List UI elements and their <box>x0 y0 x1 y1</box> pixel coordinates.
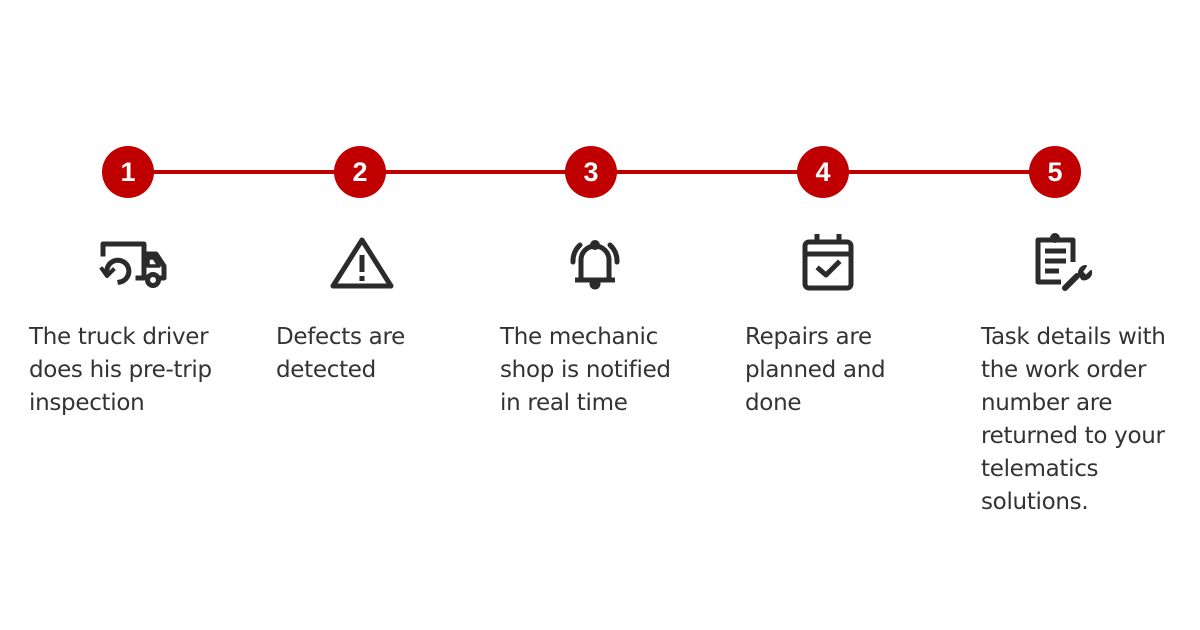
step-4-description: Repairs are planned and done <box>745 324 886 416</box>
calendar-check-icon <box>793 232 863 294</box>
step-1-badge: 1 <box>102 146 154 198</box>
warning-triangle-icon <box>327 232 397 294</box>
step-2-description: Defects are detected <box>276 324 405 383</box>
step-3-badge: 3 <box>565 146 617 198</box>
step-5-description: Task details with the work order number … <box>981 324 1166 515</box>
truck-rotate-icon <box>98 232 168 294</box>
step-5-badge: 5 <box>1029 146 1081 198</box>
clipboard-wrench-icon <box>1027 232 1097 294</box>
step-3-description: The mechanic shop is notified in real ti… <box>500 324 671 416</box>
step-2-badge: 2 <box>334 146 386 198</box>
step-1-description: The truck driver does his pre-trip inspe… <box>29 324 212 416</box>
step-4-badge: 4 <box>797 146 849 198</box>
bell-ringing-icon <box>560 232 630 294</box>
